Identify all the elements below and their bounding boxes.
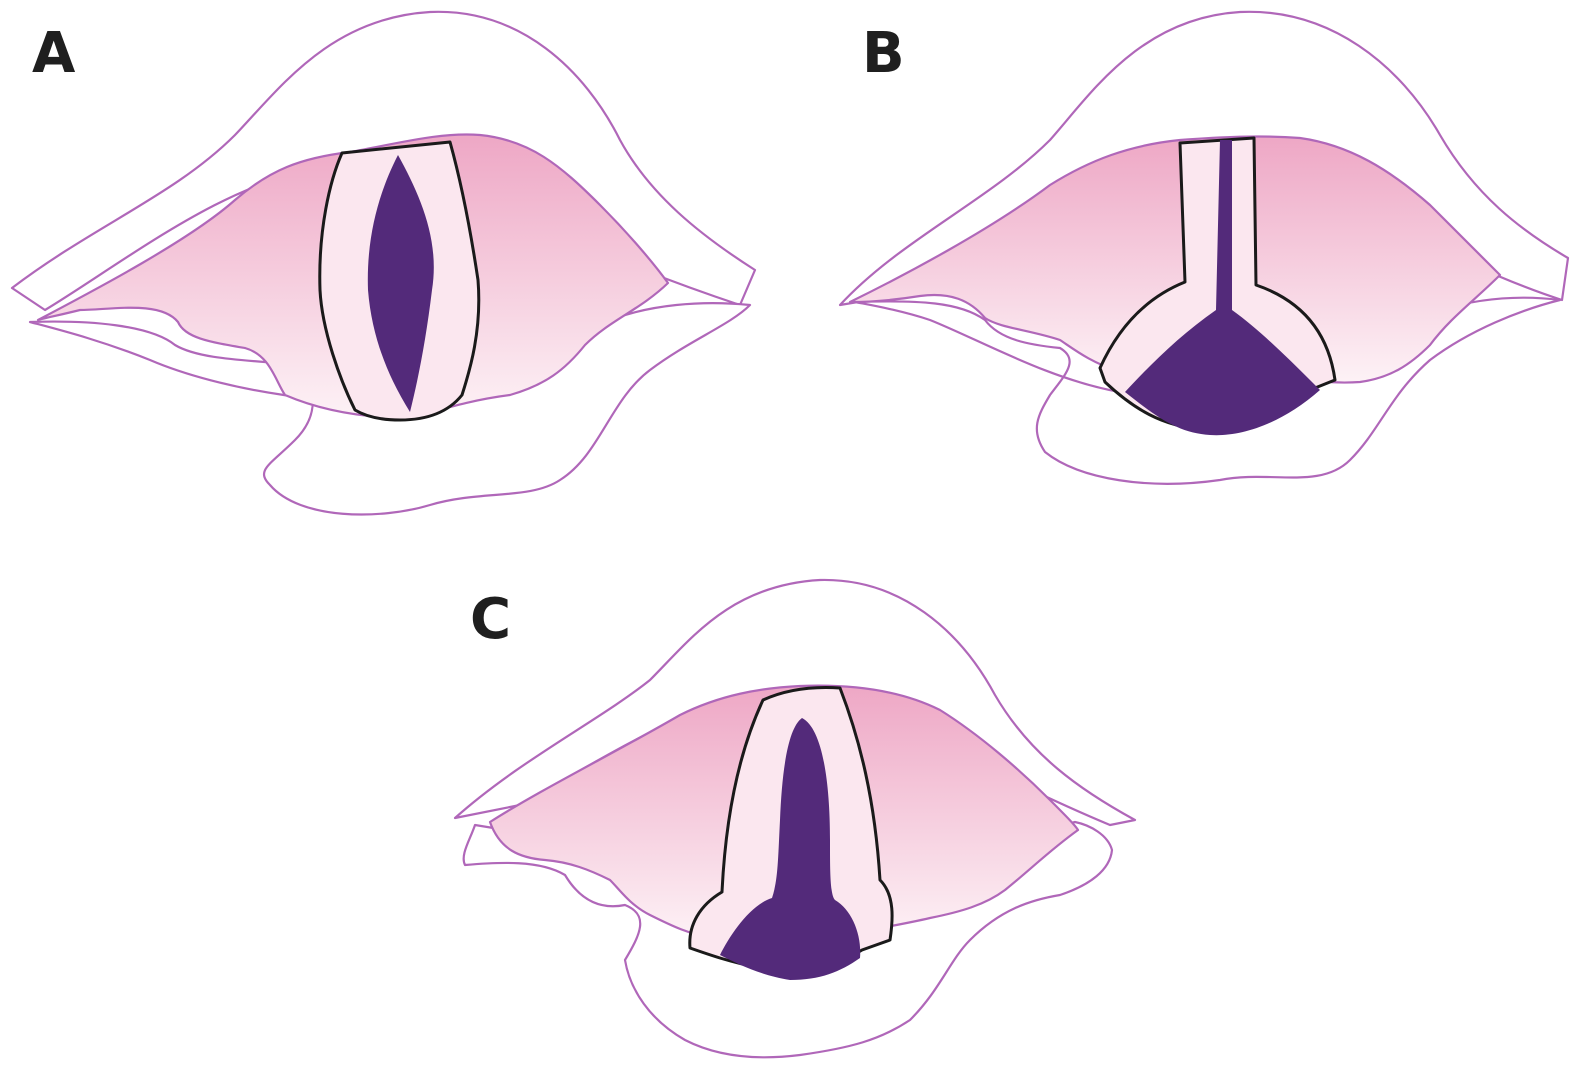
panel-c: C <box>455 580 1135 1057</box>
panel-a: A <box>12 12 755 515</box>
panel-b-label: B <box>862 21 905 86</box>
panel-c-label: C <box>470 587 511 652</box>
panel-a-label: A <box>32 21 76 86</box>
panel-b: B <box>840 12 1568 484</box>
